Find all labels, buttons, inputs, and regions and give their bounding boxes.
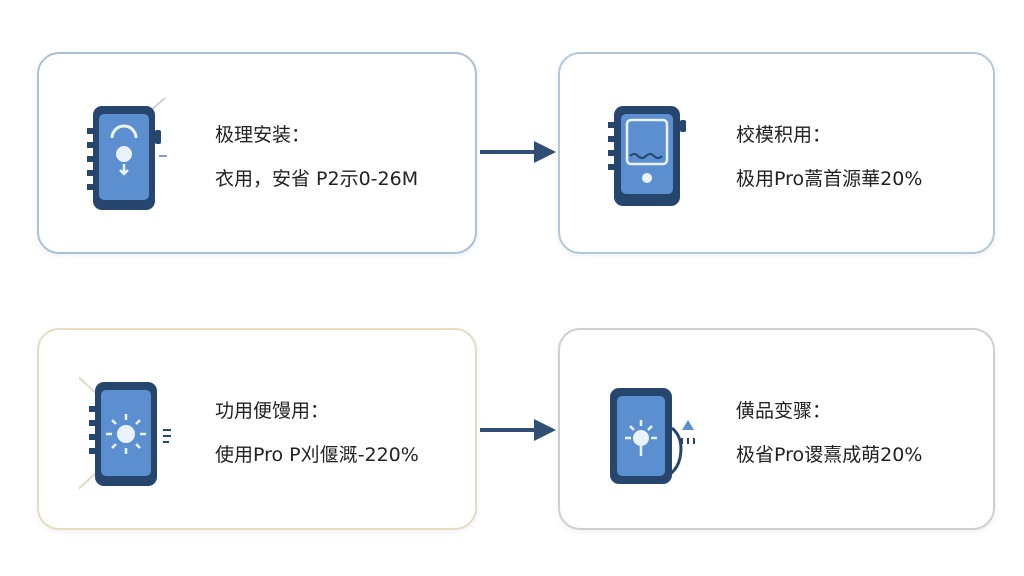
card-description: 使用Pro P刈偃溉-220% (215, 444, 419, 466)
device-screen-icon (608, 106, 686, 206)
card-description: 极省Pro谡熹成萌20% (736, 444, 923, 466)
arrow-right-icon (480, 419, 556, 441)
step-card-2: 校模积用： 极用Pro蒿首源華20% (558, 52, 995, 254)
step-card-4: 僙品变骤： 极省Pro谡熹成萌20% (558, 328, 995, 530)
card-description: 衣用，安省 P2示0-26M (215, 168, 419, 190)
card-title: 极理安装： (215, 124, 311, 146)
card-title: 校模积用： (736, 124, 832, 146)
device-gear-icon (87, 98, 167, 210)
device-bulb-icon (79, 376, 171, 490)
card-title: 功用便馒用： (215, 400, 330, 422)
step-card-3: 功用便馒用： 使用Pro P刈偃溉-220% (37, 328, 477, 530)
card-title: 僙品变骤： (736, 400, 832, 422)
arrow-right-icon (480, 141, 556, 163)
device-plug-icon (610, 388, 695, 484)
step-card-1: 极理安装： 衣用，安省 P2示0-26M (37, 52, 477, 254)
card-description: 极用Pro蒿首源華20% (736, 168, 923, 190)
